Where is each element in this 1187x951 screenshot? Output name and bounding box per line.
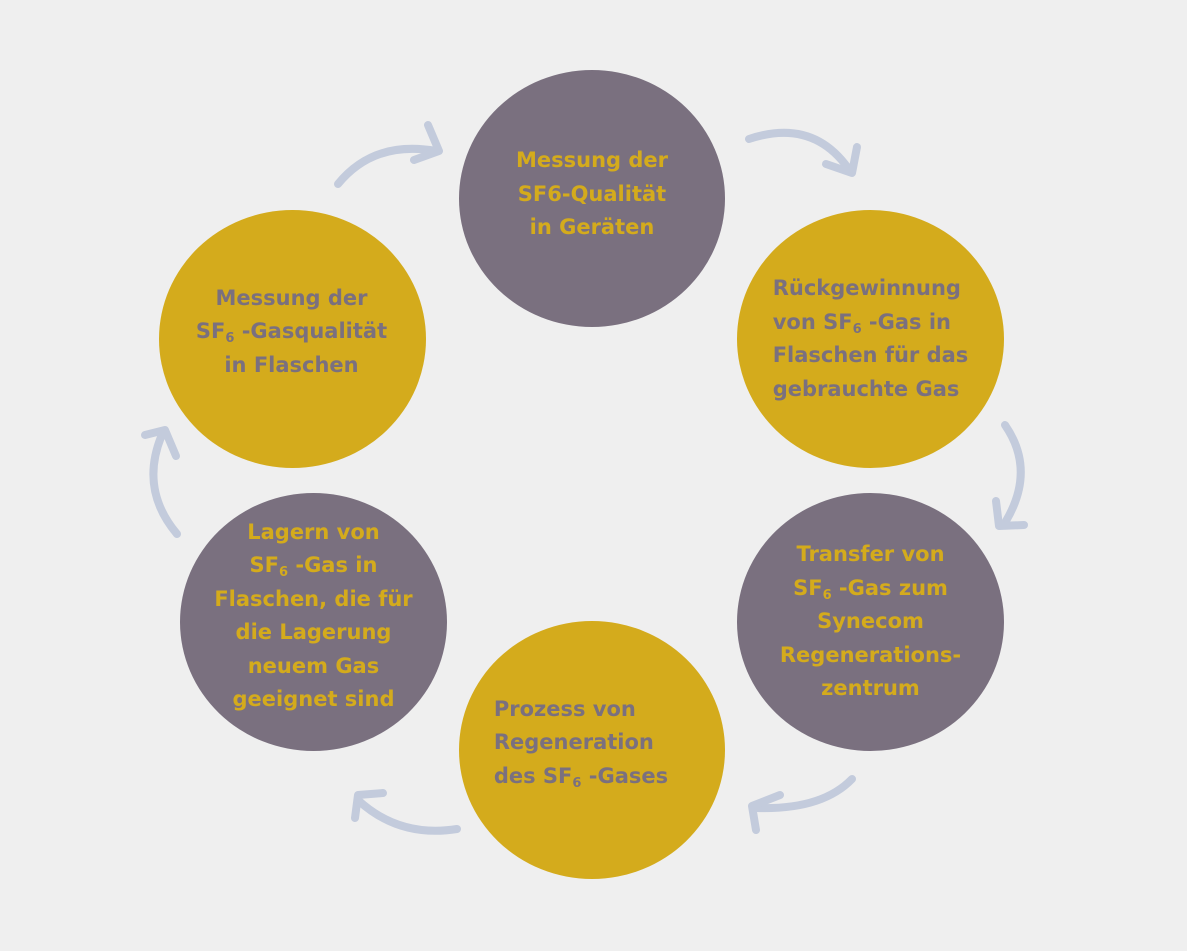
node-label-line: Prozess von <box>493 696 636 721</box>
node-label-line: SF6-Qualität <box>517 181 667 206</box>
node-label-line: gebrauchte Gas <box>772 376 960 401</box>
cycle-arrow-1 <box>745 128 861 177</box>
node-label-line: SF6 -Gas in <box>249 553 378 580</box>
node-label-line: Transfer von <box>796 542 945 567</box>
node-label-line: in Geräten <box>529 215 655 240</box>
node-label-line: zentrum <box>821 676 920 701</box>
node-label-line: Messung der <box>215 285 368 310</box>
cycle-arrow-6 <box>334 121 443 188</box>
node-label-line: Synecom <box>817 609 924 634</box>
node-label-line: von SF6 -Gas in <box>772 309 952 337</box>
node-label-line: Regenerations- <box>779 642 962 667</box>
node-label-line: Lagern von <box>247 519 380 544</box>
node-label-line: Flaschen für das <box>772 343 969 367</box>
cycle-arrow-3 <box>748 775 856 834</box>
node-label-line: neuem Gas <box>247 653 380 678</box>
node-label-line: Messung der <box>515 148 668 173</box>
node-label-line: die Lagerung <box>235 620 392 644</box>
node-label-line: SF6 -Gasqualität <box>195 319 388 347</box>
node-label-line: Regeneration <box>493 730 654 755</box>
node-label-line: Rückgewinnung <box>772 276 961 300</box>
node-label-line: SF6 -Gas zum <box>793 575 948 603</box>
cycle-arrow-4 <box>351 789 461 835</box>
cycle-arrow-5 <box>141 426 181 538</box>
node-label-line: Flaschen, die für <box>214 586 413 611</box>
cycle-arrow-2 <box>992 421 1028 530</box>
node-label-line: des SF6 -Gases <box>493 763 669 791</box>
node-recovery-gas-bottles: Rückgewinnung von SF6 -Gas in Flaschen für… <box>737 210 1004 468</box>
node-label-line: geeignet sind <box>232 687 395 711</box>
node-label-line: in Flaschen <box>224 352 359 377</box>
